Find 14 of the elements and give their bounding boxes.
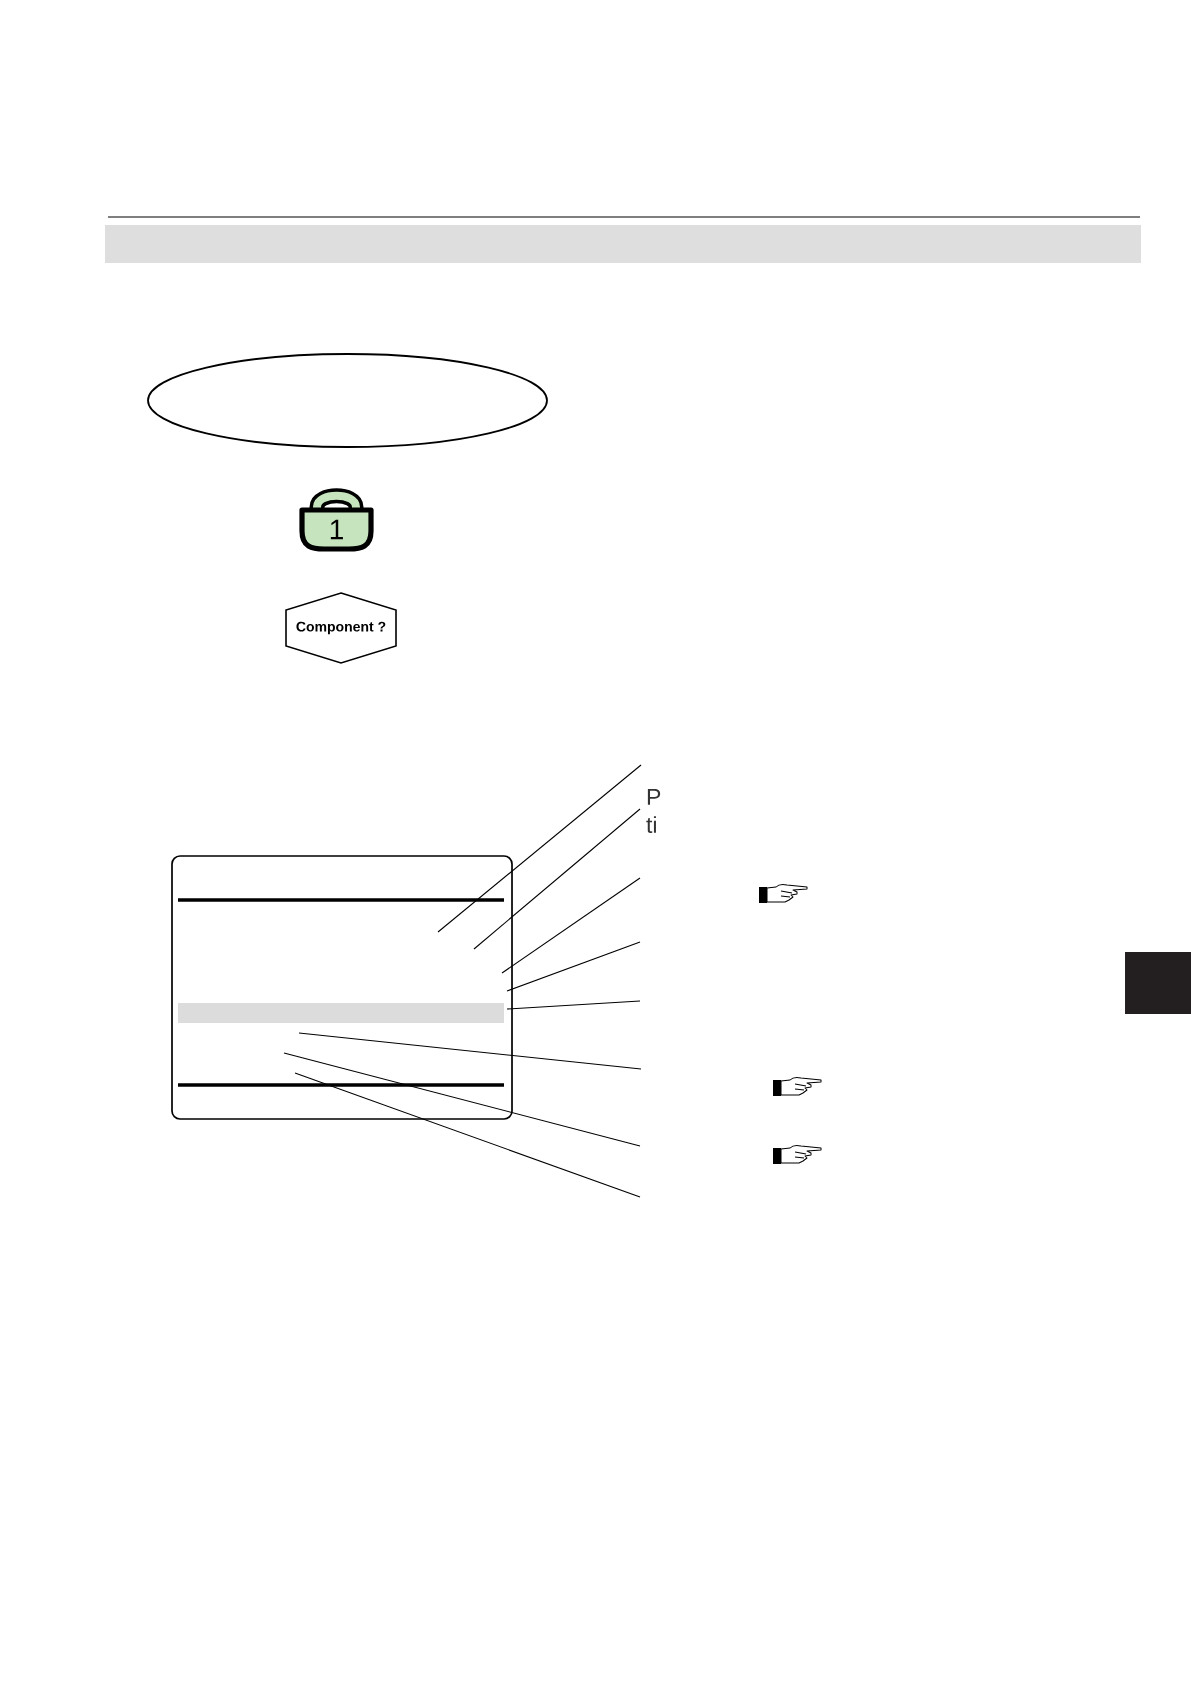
leader-line <box>298 1032 642 1070</box>
leader-line <box>283 1052 641 1147</box>
oval-outline <box>147 353 548 448</box>
leader-line <box>506 1000 641 1010</box>
display-frame <box>171 855 513 1120</box>
leader-line <box>473 808 641 950</box>
hexagon-box: Component ? <box>285 592 397 664</box>
padlock: 1 <box>299 488 374 552</box>
leader-line <box>501 877 641 974</box>
leader-line <box>437 764 642 933</box>
leader-line <box>506 941 641 992</box>
leader-line <box>294 1072 641 1198</box>
highlight-bar <box>178 1003 504 1023</box>
callout-text: P ti <box>646 789 661 833</box>
